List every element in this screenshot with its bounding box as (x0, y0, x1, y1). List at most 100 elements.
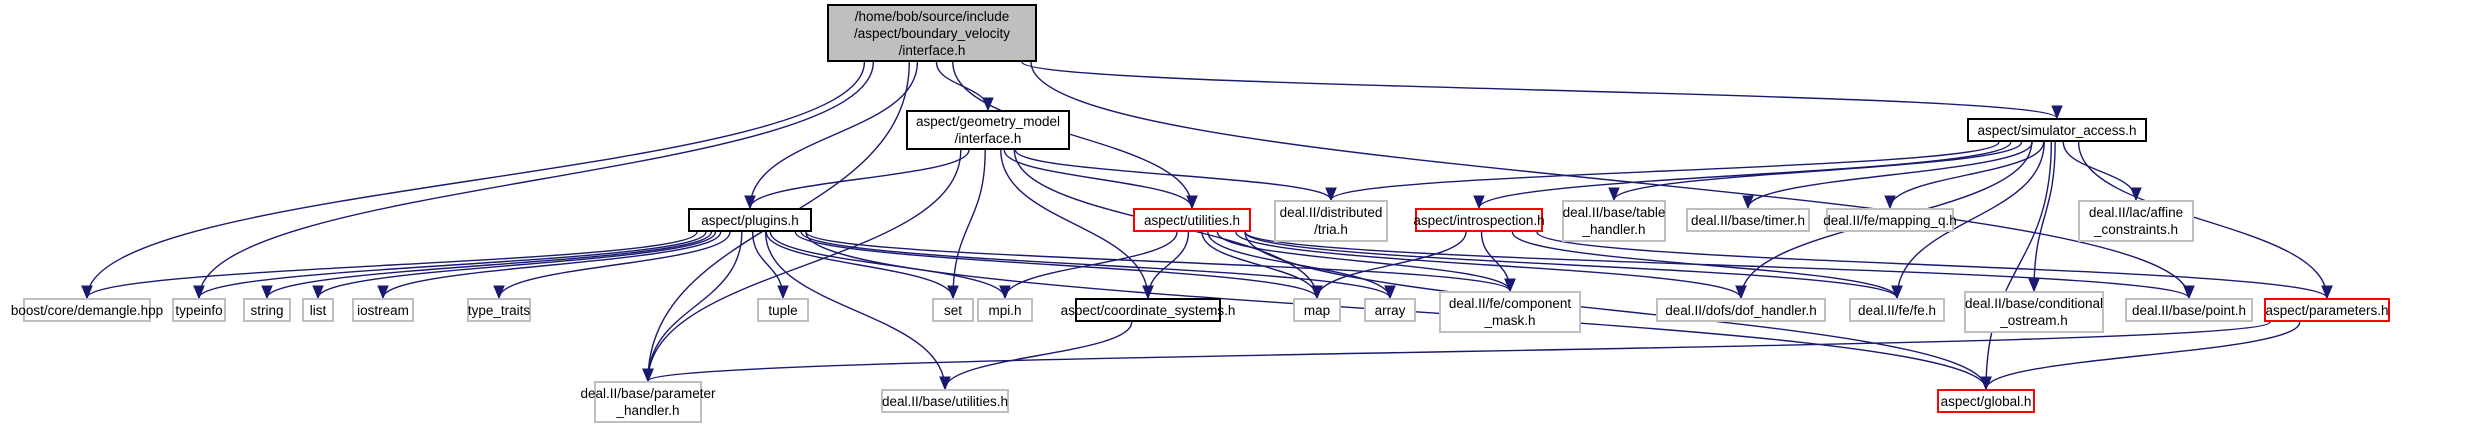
arrowhead-simaccess-to-introspection (1473, 195, 1485, 210)
node-list[interactable]: list (302, 298, 334, 322)
node-mapping-q[interactable]: deal.II/fe/mapping_q.h (1823, 208, 1957, 232)
node-base-utilities[interactable]: deal.II/base/utilities.h (881, 389, 1009, 413)
node-label: deal.II/fe/mapping_q.h (1823, 212, 1957, 228)
node-label: deal.II/base/table _handler.h (1562, 205, 1666, 237)
arrowhead-introspection-to-map (1311, 285, 1323, 300)
node-label: array (1374, 302, 1406, 318)
node-fe[interactable]: deal.II/fe/fe.h (1849, 298, 1945, 322)
edge-simaccess-to-condostream (2033, 141, 2056, 292)
node-label: aspect/plugins.h (701, 212, 799, 228)
edge-utilities-to-dofhandler (1235, 231, 1742, 299)
arrowhead-geometry-to-plugins (744, 195, 756, 210)
edge-utilities-to-compmask (1216, 231, 1511, 292)
edge-simaccess-to-parameters (2077, 141, 2328, 299)
node-label: aspect/parameters.h (2265, 302, 2389, 318)
edge-utilities-to-mpi (1004, 231, 1178, 299)
edge-plugins-to-map (794, 231, 1318, 299)
node-typeinfo[interactable]: typeinfo (172, 298, 226, 322)
node-parameter-handler[interactable]: deal.II/base/parameter _handler.h (580, 381, 716, 423)
node-timer[interactable]: deal.II/base/timer.h (1686, 208, 1810, 232)
node-label: deal.II/fe/fe.h (1857, 302, 1937, 318)
node-label: deal.II/base/utilities.h (881, 393, 1009, 409)
node-utilities[interactable]: aspect/utilities.h (1133, 208, 1251, 232)
node-geometry-model[interactable]: aspect/geometry_model /interface.h (906, 110, 1070, 150)
node-label: aspect/simulator_access.h (1977, 122, 2137, 138)
edge-introspection-to-fe (1511, 231, 1898, 299)
node-global[interactable]: aspect/global.h (1937, 389, 2035, 413)
node-array[interactable]: array (1364, 298, 1416, 322)
node-set[interactable]: set (932, 298, 974, 322)
node-label: list (309, 302, 327, 318)
node-label: aspect/utilities.h (1143, 212, 1241, 228)
node-label: deal.II/lac/affine _constraints.h (2088, 205, 2184, 237)
edge-plugins-to-list (317, 231, 717, 299)
edge-geometry-to-plugins (749, 149, 970, 209)
node-plugins[interactable]: aspect/plugins.h (688, 208, 812, 232)
node-point[interactable]: deal.II/base/point.h (2125, 298, 2253, 322)
edge-simaccess-to-global (1985, 141, 2053, 390)
edge-parameters-to-paramhandler (647, 321, 2271, 382)
edge-parameters-to-global (1985, 321, 2301, 390)
arrowhead-simaccess-to-affine (2130, 187, 2142, 202)
node-root[interactable]: /home/bob/source/include /aspect/boundar… (827, 4, 1037, 62)
edge-simaccess-to-mappingq (1889, 141, 2045, 209)
edge-plugins-to-iostream (382, 231, 722, 299)
node-introspection[interactable]: aspect/introspection.h (1413, 208, 1545, 232)
node-label: deal.II/dofs/dof_handler.h (1665, 302, 1817, 318)
arrowhead-root-to-simaccess (2051, 105, 2063, 120)
node-label: deal.II/base/point.h (2131, 302, 2247, 318)
arrowhead-simaccess-to-mappingq (1884, 195, 1896, 210)
node-dof-handler[interactable]: deal.II/dofs/dof_handler.h (1656, 298, 1826, 322)
arrowhead-utilities-to-array (1384, 285, 1396, 300)
node-distributed-tria[interactable]: deal.II/distributed /tria.h (1274, 200, 1388, 242)
node-iostream[interactable]: iostream (352, 298, 414, 322)
node-label: aspect/geometry_model /interface.h (915, 114, 1061, 146)
node-label: deal.II/fe/component _mask.h (1448, 296, 1572, 328)
node-label: deal.II/base/parameter _handler.h (580, 386, 716, 418)
edge-simaccess-to-tablehandler (1613, 141, 2023, 201)
arrowhead-plugins-to-tuple (777, 285, 789, 300)
arrowhead-parameters-to-paramhandler (642, 368, 654, 383)
edge-plugins-to-typeinfo (198, 231, 707, 299)
node-parameters[interactable]: aspect/parameters.h (2264, 298, 2390, 322)
node-coordinate-systems[interactable]: aspect/coordinate_systems.h (1061, 298, 1235, 322)
edge-utilities-to-fe (1244, 231, 1898, 299)
node-type-traits[interactable]: type_traits (467, 298, 531, 322)
node-label: deal.II/base/conditional _ostream.h (1964, 296, 2104, 328)
edge-introspection-to-map (1316, 231, 1467, 299)
arrowhead-simaccess-to-tablehandler (1608, 187, 1620, 202)
edge-plugins-to-paramhandler (647, 231, 743, 382)
node-label: tuple (768, 302, 798, 318)
node-table-handler[interactable]: deal.II/base/table _handler.h (1562, 200, 1666, 242)
node-map[interactable]: map (1293, 298, 1341, 322)
node-tuple[interactable]: tuple (757, 298, 809, 322)
edge-root-to-point (1030, 61, 2190, 299)
edge-geometry-to-paramhandler (647, 149, 962, 382)
node-label: string (250, 302, 284, 318)
node-component-mask[interactable]: deal.II/fe/component _mask.h (1439, 291, 1581, 333)
node-conditional-ostream[interactable]: deal.II/base/conditional _ostream.h (1964, 291, 2104, 333)
edge-root-to-plugins (749, 61, 919, 209)
node-boost-demangle[interactable]: boost/core/demangle.hpp (11, 298, 163, 322)
node-label: deal.II/base/timer.h (1690, 212, 1806, 228)
arrowhead-simaccess-to-timer (1742, 195, 1754, 210)
arrowhead-plugins-to-typetraits (493, 285, 505, 300)
edge-plugins-to-array (800, 231, 1391, 299)
arrowhead-introspection-to-compmask (1504, 278, 1516, 293)
node-label: aspect/introspection.h (1413, 212, 1545, 228)
node-simulator-access[interactable]: aspect/simulator_access.h (1967, 118, 2147, 142)
node-affine-constraints[interactable]: deal.II/lac/affine _constraints.h (2078, 200, 2194, 242)
node-label: type_traits (467, 302, 531, 318)
node-mpi[interactable]: mpi.h (977, 298, 1033, 322)
node-label: aspect/global.h (1940, 393, 2032, 409)
edge-root-to-typeinfo (198, 61, 875, 299)
arrowhead-plugins-to-demangle (81, 285, 93, 300)
node-label: set (943, 302, 962, 318)
arrowhead-introspection-to-fe (1891, 285, 1903, 300)
edge-root-to-simaccess (1021, 61, 2058, 119)
edge-root-to-utilities (952, 61, 1193, 209)
edge-utilities-to-coordsys (1147, 231, 1190, 299)
node-string[interactable]: string (243, 298, 291, 322)
arrowhead-utilities-to-dofhandler (1735, 285, 1747, 300)
